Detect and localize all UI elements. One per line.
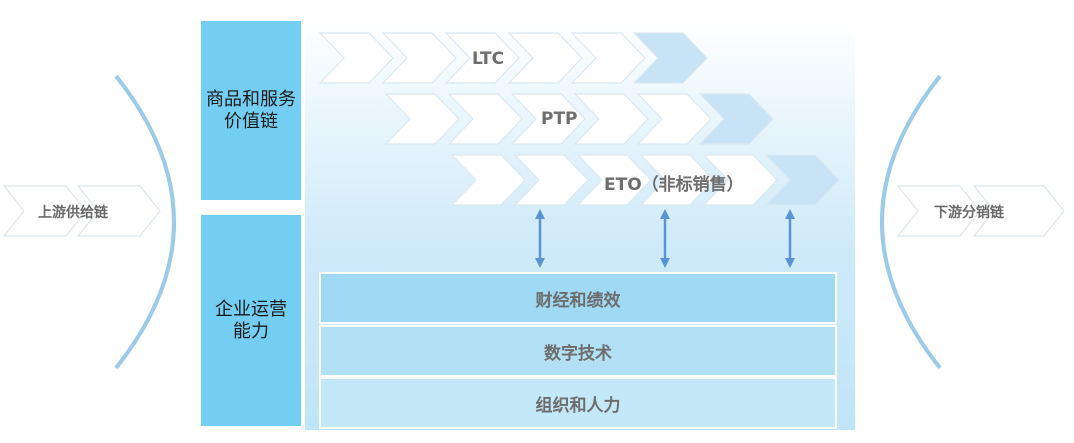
eto-label: ETO（非标销售） <box>604 175 744 195</box>
ltc-chevron-2 <box>381 32 457 84</box>
upstream-arc <box>114 74 176 370</box>
layer-digital: 数字技术 <box>319 325 837 377</box>
upstream-chevron-1 <box>2 185 87 237</box>
ptp-chevron-1 <box>384 93 460 145</box>
downstream-arc <box>880 74 942 370</box>
ltc-chevron-1 <box>318 32 394 84</box>
ptp-chevron-6 <box>698 93 774 145</box>
layer-digital-label: 数字技术 <box>544 343 612 364</box>
layer-finance: 财经和绩效 <box>319 272 837 324</box>
value-chain-title-line2: 价值链 <box>224 110 278 132</box>
ltc-chevron-5 <box>570 32 646 84</box>
upstream-chevron-2 <box>76 185 161 237</box>
ptp-chevron-4 <box>573 93 649 145</box>
ptp-chevron-2 <box>447 93 523 145</box>
downstream-chevron-2 <box>972 185 1065 237</box>
layer-org-label: 组织和人力 <box>535 395 621 416</box>
ltc-chevron-3 <box>444 32 520 84</box>
eto-chevron-1 <box>450 154 526 206</box>
layer-finance-label: 财经和绩效 <box>535 290 621 311</box>
layer-org: 组织和人力 <box>319 377 837 429</box>
eto-chevron-4 <box>639 154 715 206</box>
eto-chevron-2 <box>513 154 589 206</box>
upstream-label: 上游供给链 <box>38 205 108 221</box>
downstream-label: 下游分销链 <box>934 205 1004 221</box>
ptp-chevron-5 <box>636 93 712 145</box>
eto-chevron-6 <box>764 154 840 206</box>
upstream-chevrons <box>2 185 161 237</box>
downstream-chevron-1 <box>896 185 981 237</box>
ltc-chevron-row <box>318 32 708 84</box>
eto-chevron-5 <box>702 154 778 206</box>
eto-chevron-3 <box>576 154 652 206</box>
ptp-label: PTP <box>541 109 578 129</box>
ptp-chevron-row <box>384 93 774 145</box>
ltc-chevron-4 <box>507 32 583 84</box>
capability-title-line1: 企业运营 <box>215 298 287 320</box>
ltc-label: LTC <box>472 49 505 69</box>
capability-panel: 企业运营 能力 <box>199 213 303 428</box>
ptp-chevron-3 <box>510 93 586 145</box>
ltc-chevron-6 <box>632 32 708 84</box>
value-chain-title-line1: 商品和服务 <box>206 88 296 110</box>
eto-chevron-row <box>450 154 840 206</box>
value-chain-panel: 商品和服务 价值链 <box>199 19 303 202</box>
capability-title-line2: 能力 <box>233 320 269 342</box>
downstream-chevrons <box>896 185 1065 237</box>
